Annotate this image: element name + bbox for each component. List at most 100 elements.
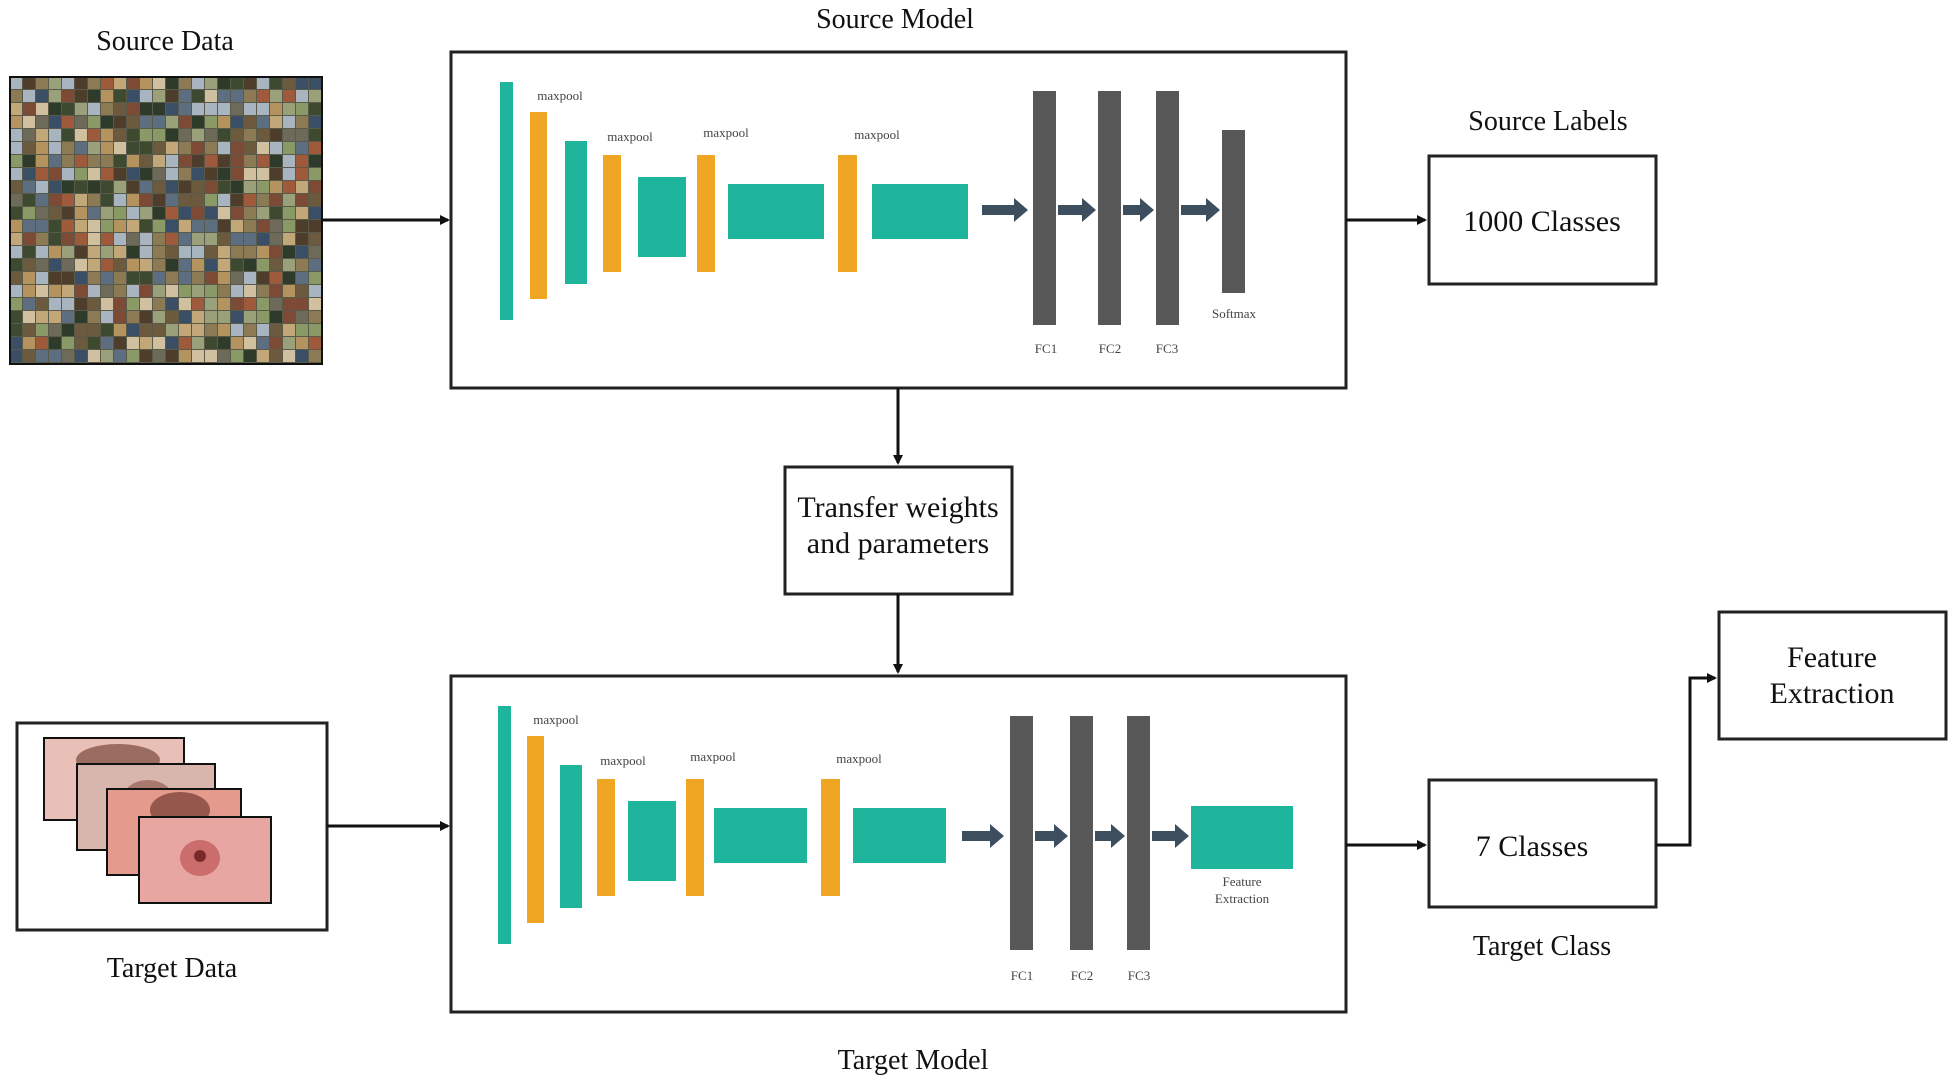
mosaic-tile (114, 285, 126, 297)
mosaic-tile (127, 259, 139, 271)
mosaic-tile (205, 311, 217, 323)
mosaic-tile (218, 233, 230, 245)
mosaic-tile (296, 181, 308, 193)
source-data-image (9, 76, 323, 365)
mosaic-tile (257, 155, 269, 167)
mosaic-tile (49, 285, 61, 297)
mosaic-tile (101, 350, 113, 362)
target-fc3-label: FC3 (1128, 968, 1150, 983)
mosaic-tile (283, 116, 295, 128)
mosaic-tile (309, 298, 321, 310)
mosaic-tile (244, 116, 256, 128)
mosaic-tile (127, 142, 139, 154)
mosaic-tile (231, 142, 243, 154)
mosaic-tile (62, 168, 74, 180)
mosaic-tile (62, 298, 74, 310)
mosaic-tile (192, 168, 204, 180)
mosaic-tile (192, 259, 204, 271)
mosaic-tile (296, 142, 308, 154)
mosaic-tile (114, 181, 126, 193)
mosaic-tile (166, 142, 178, 154)
mosaic-tile (244, 324, 256, 336)
mosaic-tile (153, 90, 165, 102)
target-class-caption: Target Class (1473, 931, 1611, 962)
mosaic-tile (309, 311, 321, 323)
mosaic-tile (153, 324, 165, 336)
target-fc2-layer (1070, 716, 1093, 950)
mosaic-tile (244, 77, 256, 89)
mosaic-tile (309, 246, 321, 258)
mosaic-tile (309, 90, 321, 102)
mosaic-tile (244, 103, 256, 115)
target-conv-layer-5 (853, 808, 946, 863)
mosaic-tile (283, 220, 295, 232)
mosaic-tile (88, 168, 100, 180)
mosaic-tile (36, 77, 48, 89)
mosaic-tile (10, 207, 22, 219)
mosaic-tile (231, 220, 243, 232)
feature-extraction-box (1717, 610, 1948, 741)
mosaic-tile (309, 337, 321, 349)
mosaic-tile (309, 155, 321, 167)
mosaic-tile (296, 220, 308, 232)
mosaic-tile (101, 142, 113, 154)
mosaic-tile (140, 220, 152, 232)
mosaic-tile (114, 220, 126, 232)
mosaic-tile (75, 324, 87, 336)
mosaic-tile (309, 207, 321, 219)
mosaic-tile (283, 77, 295, 89)
target-data-image (43, 737, 272, 904)
mosaic-tile (153, 233, 165, 245)
mosaic-tile (75, 168, 87, 180)
mosaic-tile (23, 207, 35, 219)
mosaic-tile (101, 337, 113, 349)
target-class-box (1427, 778, 1658, 909)
mosaic-tile (231, 129, 243, 141)
mosaic-tile (10, 129, 22, 141)
mosaic-tile (244, 246, 256, 258)
mosaic-tile (49, 350, 61, 362)
mosaic-tile (231, 168, 243, 180)
mosaic-tile (49, 155, 61, 167)
mosaic-tile (283, 311, 295, 323)
mosaic-tile (231, 103, 243, 115)
mosaic-tile (296, 103, 308, 115)
mosaic-tile (296, 246, 308, 258)
mosaic-tile (62, 155, 74, 167)
mosaic-tile (23, 90, 35, 102)
mosaic-tile (192, 129, 204, 141)
mosaic-tile (62, 337, 74, 349)
mosaic-tile (49, 116, 61, 128)
mosaic-tile (192, 220, 204, 232)
mosaic-tile (270, 337, 282, 349)
mosaic-tile (88, 350, 100, 362)
mosaic-tile (283, 103, 295, 115)
mosaic-tile (179, 337, 191, 349)
mosaic-tile (192, 181, 204, 193)
mosaic-tile (257, 259, 269, 271)
mosaic-tile (49, 77, 61, 89)
mosaic-tile (166, 246, 178, 258)
mosaic-tile (231, 285, 243, 297)
mosaic-tile (283, 129, 295, 141)
mosaic-tile (101, 103, 113, 115)
mosaic-tile (153, 298, 165, 310)
mosaic-tile (127, 207, 139, 219)
mosaic-tile (270, 233, 282, 245)
mosaic-tile (127, 90, 139, 102)
mosaic-tile (49, 233, 61, 245)
mosaic-tile (36, 324, 48, 336)
mosaic-tile (23, 233, 35, 245)
mosaic-tile (114, 324, 126, 336)
mosaic-tile (36, 298, 48, 310)
mosaic-tile (75, 259, 87, 271)
target-pool-layer-3 (686, 779, 704, 896)
mosaic-tile (244, 181, 256, 193)
mosaic-tile (36, 181, 48, 193)
mosaic-tile (296, 90, 308, 102)
mosaic-tile (257, 233, 269, 245)
mosaic-tile (49, 207, 61, 219)
target-fc3-layer (1127, 716, 1150, 950)
mosaic-tile (309, 168, 321, 180)
target-fc1-layer (1010, 716, 1033, 950)
